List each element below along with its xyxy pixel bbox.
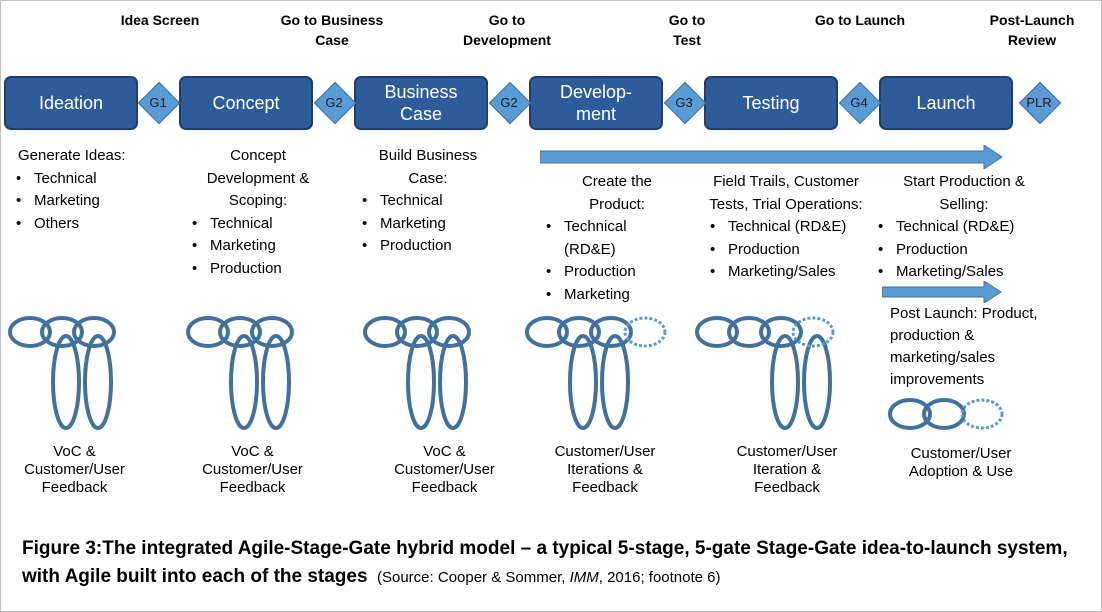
list-item: Marketing [188, 235, 328, 258]
list-item: Marketing [542, 284, 692, 307]
activity-heading: Start Production & Selling: [903, 173, 1025, 213]
launch-activities: Start Production & Selling: Technical (R… [874, 171, 1054, 284]
list-item: Marketing/Sales [706, 261, 866, 284]
business-case-activities: Build Business Case: Technical Marketing… [358, 145, 498, 258]
list-item: Technical (RD&E) [874, 216, 1054, 239]
gate-label-launch: Go to Launch [814, 12, 906, 28]
testing-feedback-caption: Customer/User Iteration & Feedback [736, 443, 838, 496]
gate-text-g3: G3 [675, 95, 693, 110]
list-item: Production [542, 261, 692, 284]
agile-loops-development-icon [525, 316, 667, 430]
figure-caption: Figure 3:The integrated Agile-Stage-Gate… [22, 535, 1082, 592]
source-suffix: , 2016; footnote 6) [598, 569, 721, 586]
stage-label: Testing [742, 93, 800, 113]
source-prefix: (Source: Cooper & Sommer, [377, 569, 570, 586]
stage-label: Ideation [38, 93, 104, 113]
list-item: Marketing/Sales [874, 261, 1054, 284]
list-item: Marketing [358, 213, 498, 236]
development-activities: Create the Product: Technical (RD&E) Pro… [542, 171, 692, 306]
list-item: Technical (RD&E) [706, 216, 866, 239]
launch-adoption-caption: Customer/User Adoption & Use [908, 445, 1014, 480]
activity-list: Technical Marketing Production [358, 190, 498, 258]
agile-loops-concept-icon [186, 316, 294, 430]
agile-loops-business-case-icon [363, 316, 471, 430]
concept-activities: Concept Development & Scoping: Technical… [188, 145, 328, 280]
gate-text-g1: G1 [149, 95, 167, 110]
gate-label-test: Go to Test [668, 12, 706, 48]
list-item: Production [706, 239, 866, 262]
list-item: Production [358, 235, 498, 258]
development-feedback-caption: Customer/User Iterations & Feedback [554, 443, 656, 496]
gate-label-development: Go to Development [463, 12, 551, 48]
stage-development: Develop-ment [529, 76, 663, 130]
activity-list: Technical (RD&E) Production Marketing/Sa… [706, 216, 866, 284]
list-item: Production [874, 239, 1054, 262]
post-launch-text: Post Launch: Product, production & marke… [890, 305, 1038, 388]
activity-heading: Create the Product: [581, 173, 653, 213]
gate-text-plr: PLR [1026, 95, 1052, 110]
concept-feedback-caption: VoC & Customer/User Feedback [202, 443, 303, 496]
activity-list: Technical Marketing Production [188, 213, 328, 281]
gate-text-g2a: G2 [325, 95, 343, 110]
ideation-activities: Generate Ideas: Technical Marketing Othe… [12, 145, 152, 235]
agile-loops-ideation-icon [8, 316, 116, 430]
activity-heading: Concept Development & Scoping: [206, 147, 310, 209]
stage-label: Launch [916, 93, 976, 113]
gate-text-g2b: G2 [500, 95, 518, 110]
ideation-feedback-caption: VoC & Customer/User Feedback [24, 443, 125, 496]
stage-label: Concept [212, 93, 280, 113]
gate-label-idea-screen: Idea Screen [120, 12, 200, 28]
business-case-feedback-caption: VoC & Customer/User Feedback [394, 443, 495, 496]
list-item: Technical (RD&E) [542, 216, 644, 261]
list-item: Marketing [12, 190, 152, 213]
gate-text-g4: G4 [850, 95, 868, 110]
activity-heading: Generate Ideas: [18, 147, 126, 164]
testing-activities: Field Trails, Customer Tests, Trial Oper… [706, 171, 866, 284]
stage-business-case: Business Case [354, 76, 488, 130]
stage-concept: Concept [179, 76, 313, 130]
list-item: Others [12, 213, 152, 236]
stage-ideation: Ideation [4, 76, 138, 130]
development-to-launch-arrow [540, 145, 1003, 169]
list-item: Technical [12, 168, 152, 191]
activity-list: Technical (RD&E) Production Marketing [542, 216, 692, 306]
figure-caption-source: (Source: Cooper & Sommer, IMM, 2016; foo… [373, 569, 721, 586]
activity-list: Technical (RD&E) Production Marketing/Sa… [874, 216, 1054, 284]
source-journal: IMM [569, 569, 599, 586]
activity-heading: Field Trails, Customer Tests, Trial Oper… [709, 173, 863, 213]
post-launch-arrow [882, 281, 1002, 303]
stage-label: Business Case [384, 82, 458, 124]
agile-loops-launch-icon [888, 398, 1004, 430]
gate-label-business-case: Go to Business Case [280, 12, 384, 48]
stage-launch: Launch [879, 76, 1013, 130]
agile-loops-testing-icon [695, 316, 835, 430]
gate-label-post-launch: Post-Launch Review [989, 12, 1075, 48]
list-item: Production [188, 258, 328, 281]
activity-list: Technical Marketing Others [12, 168, 152, 236]
activity-heading: Build Business Case: [378, 147, 478, 187]
list-item: Technical [188, 213, 328, 236]
stage-testing: Testing [704, 76, 838, 130]
figure-caption-main: Figure 3:The integrated Agile-Stage-Gate… [22, 538, 1068, 587]
list-item: Technical [358, 190, 498, 213]
stage-label: Develop-ment [559, 82, 633, 124]
